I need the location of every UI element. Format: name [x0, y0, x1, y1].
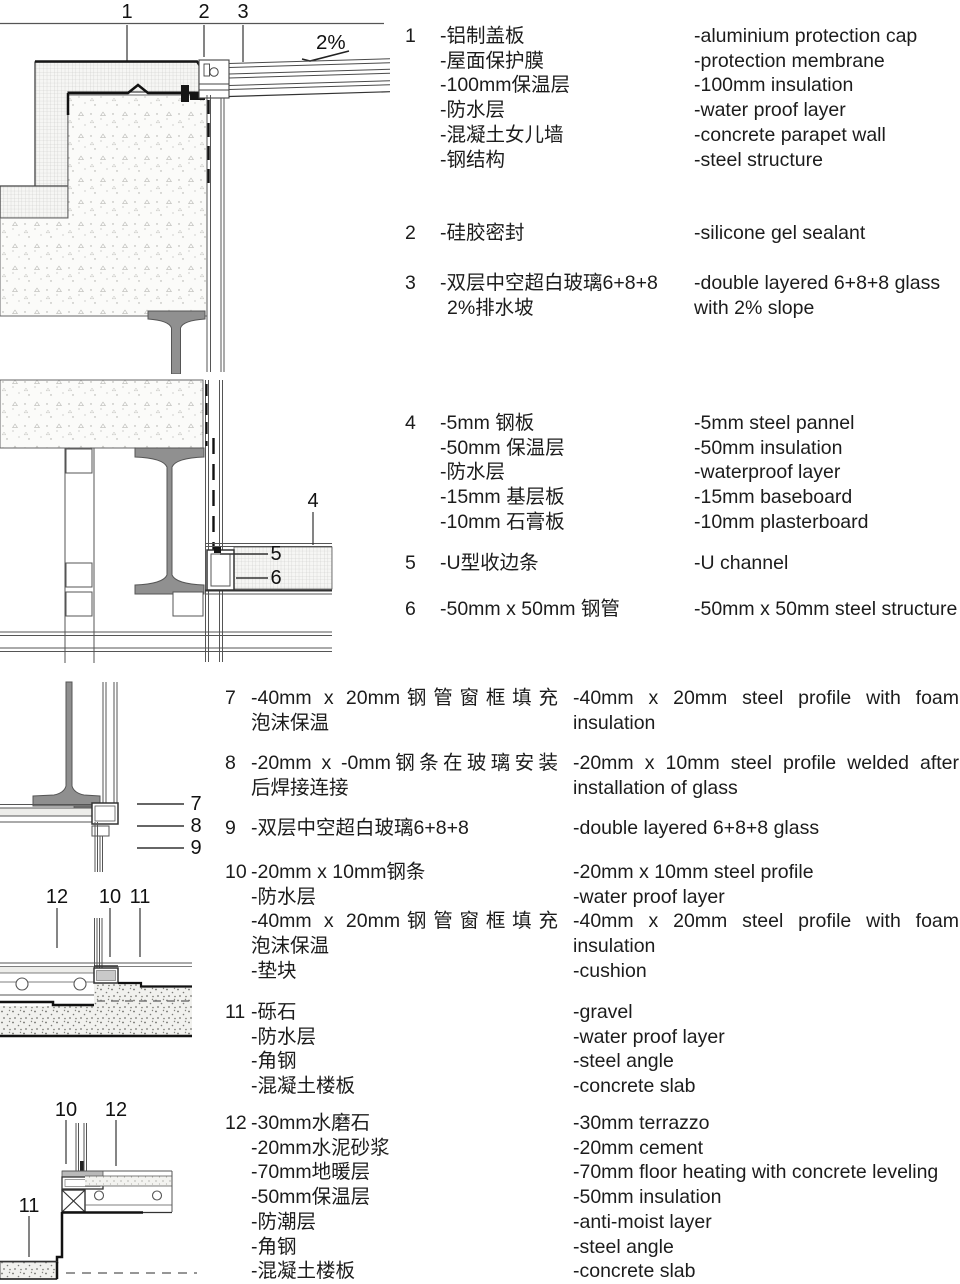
callout-5: 5 [270, 543, 282, 565]
legend-number: 11 [225, 1001, 246, 1023]
callout-7: 7 [190, 793, 202, 815]
legend-zh: -20mm x -0mm钢条在玻璃安装后焊接连接 [251, 752, 558, 799]
callout-4: 4 [307, 490, 319, 512]
legend-zh: -5mm 钢板-50mm 保温层 -防水层-15mm 基层板 -10mm 石膏板 [440, 412, 565, 533]
callout-12a: 12 [45, 886, 69, 908]
callout-11b: 11 [18, 1195, 40, 1217]
legend-zh: -20mm x 10mm钢条-防水层 -40mm x 20mm钢管窗框填充泡沫保… [251, 861, 558, 982]
parapet-roof-detail-drawing [0, 22, 390, 374]
legend-number: 2 [405, 222, 416, 244]
legend-zh: -40mm x 20mm钢管窗框填充泡沫保温 [251, 687, 558, 734]
callout-6: 6 [270, 567, 282, 589]
callout-3: 3 [237, 1, 249, 23]
threshold-detail-drawing [0, 908, 192, 1038]
legend-number: 3 [405, 272, 416, 294]
legend-en: -50mm x 50mm steel structure [694, 598, 958, 620]
legend-number: 8 [225, 752, 236, 774]
floor-edge-detail-drawing [0, 1120, 197, 1280]
legend-number: 5 [405, 552, 416, 574]
callout-1: 1 [121, 1, 133, 23]
legend-en: -U channel [694, 552, 789, 574]
legend-zh: -硅胶密封 [440, 222, 525, 244]
legend-number: 6 [405, 598, 416, 620]
wall-ceiling-detail-drawing [0, 379, 333, 663]
legend-zh: -50mm x 50mm 钢管 [440, 598, 620, 620]
legend-zh: -U型收边条 [440, 552, 539, 574]
legend-en: -silicone gel sealant [694, 222, 866, 244]
legend-zh: -铝制盖板-屋面保护膜 -100mm保温层-防水层 -混凝土女儿墙-钢结构 [440, 25, 571, 171]
window-transom-detail-drawing [0, 681, 184, 872]
callout-9: 9 [190, 837, 202, 859]
legend-zh: -30mm水磨石-20mm水泥砂浆 -70mm地暖层-50mm保温层 -防潮层-… [251, 1112, 390, 1283]
callout-10a: 10 [98, 886, 122, 908]
legend-en: -double layered 6+8+8 glass [573, 817, 820, 839]
legend-zh: -砾石-防水层 -角钢-混凝土楼板 [251, 1001, 355, 1098]
legend-number: 9 [225, 817, 236, 839]
legend-number: 7 [225, 687, 236, 709]
callout-10b: 10 [54, 1099, 78, 1121]
callout-8: 8 [190, 815, 202, 837]
legend-number: 1 [405, 25, 416, 47]
callout-2: 2 [198, 1, 210, 23]
legend-zh: -双层中空超白玻璃6+8+8 [251, 817, 469, 839]
legend-en: -aluminium protection cap-protection mem… [694, 25, 918, 171]
legend-en: -20mm x 10mm steel profile-water proof l… [573, 861, 959, 982]
legend-number: 4 [405, 412, 416, 434]
legend-en: -5mm steel pannel-50mm insulation -water… [694, 412, 869, 533]
callout-11a: 11 [129, 886, 151, 908]
legend-number: 12 [225, 1112, 247, 1134]
legend-en: -30mm terrazzo-20mm cement -70mm floor h… [573, 1112, 939, 1283]
legend-number: 10 [225, 861, 247, 883]
callout-12b: 12 [104, 1099, 128, 1121]
slope-label: 2% [316, 31, 346, 54]
legend-en: -gravel-water proof layer -steel angle-c… [573, 1001, 725, 1098]
